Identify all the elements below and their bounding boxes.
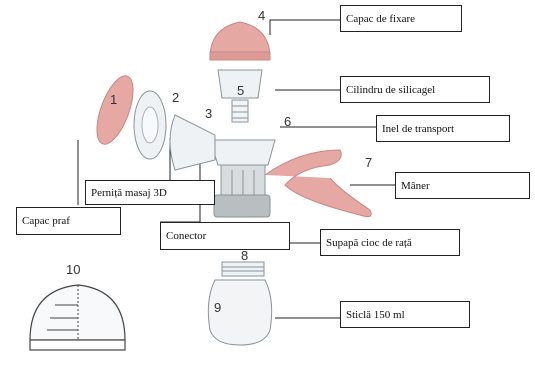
part-number-10: 10 <box>66 262 80 277</box>
part-number-5: 5 <box>237 83 244 98</box>
bottle-lid-illustration <box>30 285 125 350</box>
part-number-8: 8 <box>241 248 248 263</box>
duckbill-valve-illustration <box>222 262 264 276</box>
label-fixing-cap: Capac de fixare <box>340 5 462 32</box>
label-bottle: Sticlă 150 ml <box>340 301 470 328</box>
label-silicagel-cylinder: Cilindru de silicagel <box>340 76 490 103</box>
label-handle: Mâner <box>395 172 530 199</box>
dust-cap-illustration <box>90 71 141 148</box>
handle-illustration <box>265 150 371 217</box>
label-massage-cushion: Perniță masaj 3D <box>85 180 215 205</box>
label-duckbill-valve: Supapă cioc de rață <box>320 229 460 256</box>
part-number-4: 4 <box>258 8 265 23</box>
label-connector: Conector <box>160 222 290 250</box>
label-transport-ring: Inel de transport <box>376 115 510 142</box>
leader-line-4 <box>270 20 340 35</box>
part-number-9: 9 <box>214 300 221 315</box>
part-number-3: 3 <box>205 106 212 121</box>
part-number-1: 1 <box>110 92 117 107</box>
pump-body-illustration <box>210 140 275 217</box>
label-dust-cap: Capac praf <box>16 207 121 235</box>
connector-illustration <box>170 115 215 170</box>
part-number-6: 6 <box>284 114 291 129</box>
part-number-7: 7 <box>365 155 372 170</box>
fixing-cap-illustration <box>210 22 270 60</box>
part-number-2: 2 <box>172 90 179 105</box>
massage-cushion-illustration <box>134 91 166 159</box>
